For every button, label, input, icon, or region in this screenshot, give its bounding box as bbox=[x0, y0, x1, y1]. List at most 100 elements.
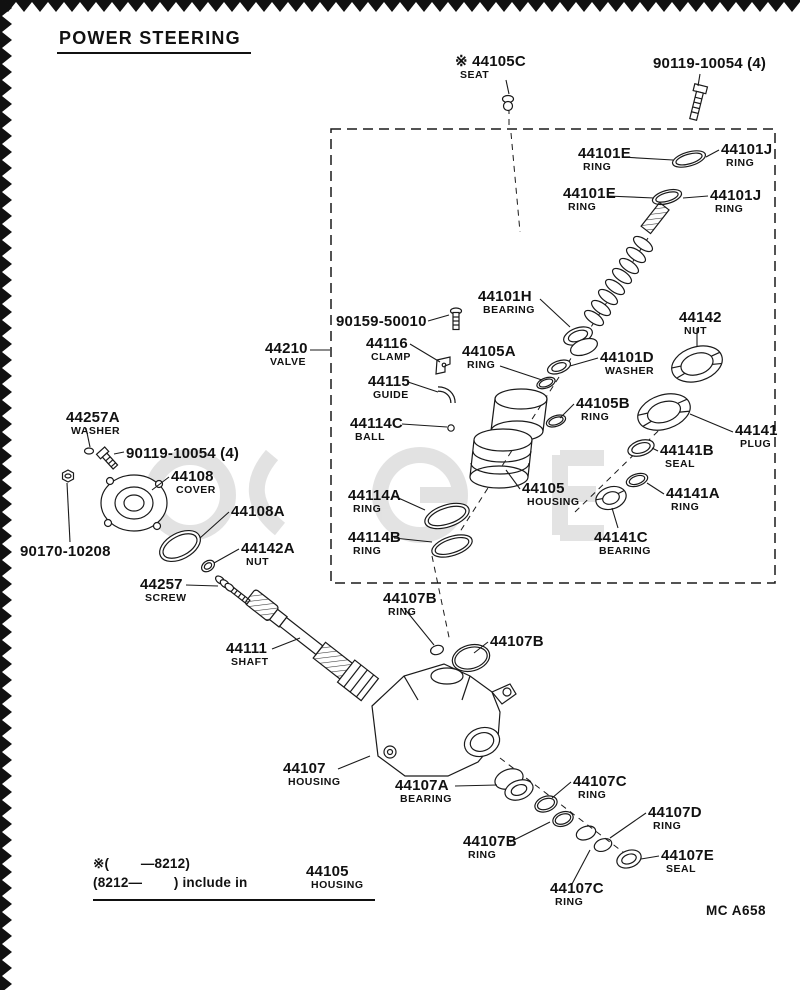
part-number: 44114B bbox=[348, 529, 401, 546]
part-label-44257a: 44257A WASHER bbox=[66, 410, 120, 437]
oring-44108A bbox=[159, 529, 201, 563]
part-name: BEARING bbox=[483, 304, 535, 317]
part-number: 44101H bbox=[478, 288, 532, 305]
part-label-44141: 44141 PLUG bbox=[735, 423, 778, 450]
part-number: 44107A bbox=[395, 777, 449, 794]
part-number: 44105 bbox=[306, 863, 349, 880]
part-number: 44141A bbox=[666, 485, 720, 502]
part-number: 44142A bbox=[241, 540, 295, 557]
part-number: 44114C bbox=[350, 415, 403, 432]
nut-44142A bbox=[200, 559, 216, 573]
part-label-44107e: 44107E SEAL bbox=[661, 848, 714, 875]
part-number: 44101D bbox=[600, 349, 654, 366]
torn-edge-top bbox=[0, 0, 800, 12]
part-label-44114c: 44114C BALL bbox=[350, 416, 403, 443]
part-label-44107c-2: 44107C RING bbox=[550, 881, 604, 908]
part-name: RING bbox=[671, 501, 700, 514]
bearing-44107A bbox=[494, 768, 534, 801]
part-label-44105a: 44105A RING bbox=[462, 344, 516, 371]
part-name: RING bbox=[555, 896, 584, 909]
part-label-44142: 44142 NUT bbox=[679, 310, 722, 337]
plug-44141 bbox=[637, 393, 691, 431]
part-number: 44107C bbox=[573, 773, 627, 790]
ring-44105A bbox=[536, 376, 556, 390]
seal-44107E bbox=[616, 849, 642, 869]
bolt-90119-left bbox=[95, 446, 119, 470]
part-name: WASHER bbox=[605, 365, 655, 378]
clamp-44116 bbox=[435, 356, 451, 375]
seal-44141B bbox=[627, 439, 655, 457]
part-label-44114a: 44114A RING bbox=[348, 488, 401, 515]
part-label-44101j-2: 44101J RING bbox=[710, 188, 761, 215]
part-label-44107a: 44107A BEARING bbox=[395, 778, 452, 805]
part-label-44141c: 44141C BEARING bbox=[594, 530, 651, 557]
part-number: 44141C bbox=[594, 529, 648, 546]
part-label-44114b: 44114B RING bbox=[348, 530, 401, 557]
part-name: SEAT bbox=[460, 69, 490, 82]
part-number: 90170-10208 bbox=[20, 543, 111, 560]
part-name: RING bbox=[578, 789, 607, 802]
part-name: SCREW bbox=[145, 592, 187, 605]
part-name: RING bbox=[568, 201, 597, 214]
part-name: NUT bbox=[246, 556, 270, 569]
nut-44142 bbox=[671, 345, 723, 383]
torn-edge-left bbox=[0, 0, 12, 990]
part-name: RING bbox=[467, 359, 496, 372]
part-name: RING bbox=[583, 161, 612, 174]
part-label-44111: 44111 SHAFT bbox=[226, 641, 269, 668]
footnote-part: 44105 HOUSING bbox=[306, 864, 364, 891]
part-label-44105: 44105 HOUSING bbox=[522, 481, 580, 508]
part-name: CLAMP bbox=[371, 351, 411, 364]
part-number: 44101E bbox=[563, 185, 616, 202]
valve-worm-shaft bbox=[583, 201, 670, 327]
snap-ring-44107D bbox=[575, 825, 597, 841]
part-number: 44101E bbox=[578, 145, 631, 162]
ring-44114B bbox=[431, 534, 473, 558]
part-number: 44210 bbox=[265, 340, 308, 357]
ring-44105B bbox=[545, 414, 567, 428]
page-title: POWER STEERING bbox=[57, 28, 251, 54]
part-name: SHAFT bbox=[231, 656, 269, 669]
screw-44257 bbox=[214, 575, 251, 605]
footnote: ※( —8212) (8212— ) include in bbox=[93, 856, 247, 890]
part-label-44210: 44210 VALVE bbox=[265, 341, 308, 368]
ring-44107C-upper bbox=[534, 795, 558, 813]
part-label-44101j-1: 44101J RING bbox=[721, 142, 772, 169]
part-label-44142a: 44142A NUT bbox=[241, 541, 295, 568]
part-number: 44108A bbox=[231, 503, 285, 520]
part-label-44107d: 44107D RING bbox=[648, 805, 702, 832]
part-name: SEAL bbox=[666, 863, 697, 876]
part-name: VALVE bbox=[270, 356, 306, 369]
part-label-44107b-1: 44107B RING bbox=[383, 591, 437, 618]
part-name: RING bbox=[726, 157, 755, 170]
part-label-90170: 90170-10208 bbox=[20, 544, 111, 560]
part-name: RING bbox=[353, 545, 382, 558]
part-label-44115: 44115 GUIDE bbox=[368, 374, 410, 401]
part-name: RING bbox=[581, 411, 610, 424]
part-name: RING bbox=[388, 606, 417, 619]
part-label-44141a: 44141A RING bbox=[666, 486, 720, 513]
valve-body bbox=[469, 388, 548, 489]
cover-44108 bbox=[100, 474, 168, 532]
part-name: BEARING bbox=[599, 545, 651, 558]
ring-44107B-chain bbox=[552, 810, 574, 828]
part-number: 44115 bbox=[368, 373, 410, 390]
ring-44101-upper bbox=[671, 150, 707, 168]
part-name: BEARING bbox=[400, 793, 452, 806]
part-number: ※ 44105C bbox=[455, 53, 526, 70]
part-number: 44107D bbox=[648, 804, 702, 821]
part-label-44107: 44107 HOUSING bbox=[283, 761, 341, 788]
footnote-line2: (8212— ) include in bbox=[93, 875, 248, 890]
part-number: 44107B bbox=[463, 833, 517, 850]
part-name: HOUSING bbox=[311, 879, 364, 892]
part-label-44101e-1: 44101E RING bbox=[578, 146, 631, 173]
part-number: 44101J bbox=[721, 141, 773, 158]
part-label-44101d: 44101D WASHER bbox=[600, 350, 654, 377]
part-name: HOUSING bbox=[527, 496, 580, 509]
part-name: BALL bbox=[355, 431, 385, 444]
part-number: 90119-10054 (4) bbox=[126, 445, 240, 462]
ring-44114A bbox=[424, 502, 470, 530]
part-label-44107b-2: 44107B bbox=[490, 634, 544, 650]
part-label-90119-left: 90119-10054 (4) bbox=[126, 446, 239, 462]
